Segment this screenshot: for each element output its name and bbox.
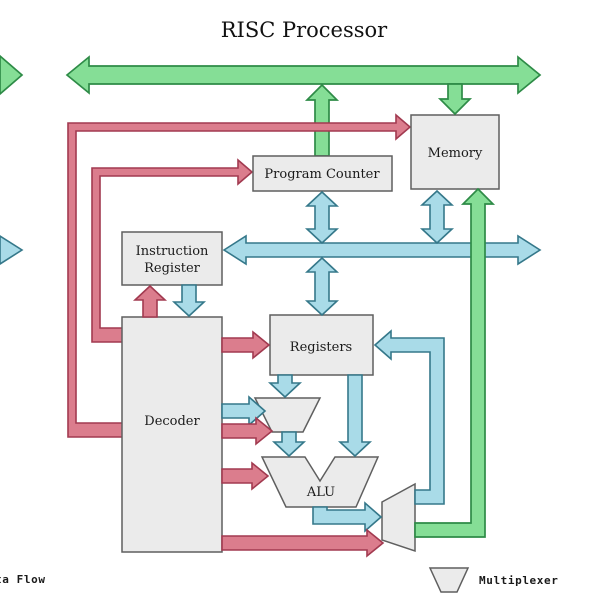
address-arrow-pc-to-bus bbox=[304, 83, 340, 157]
data-arrow-mux2-to-registers bbox=[373, 329, 445, 505]
address-arrow-bus-to-memory bbox=[437, 83, 473, 116]
data-arrow-registers-to-alu bbox=[337, 374, 373, 458]
control-arrow-decoder-to-registers bbox=[221, 330, 271, 360]
legend-multiplexer-label: Multiplexer bbox=[479, 574, 558, 587]
address-bus-left-fragment-arrow bbox=[0, 54, 24, 96]
data-arrow-bus-registers bbox=[304, 256, 340, 317]
instruction-register-block bbox=[121, 231, 223, 286]
control-arrow-decoder-to-alu bbox=[221, 461, 270, 491]
legend-multiplexer-icon bbox=[428, 567, 470, 593]
control-arrow-decoder-to-mux2 bbox=[221, 528, 385, 558]
page-title: RISC Processor bbox=[221, 18, 388, 42]
data-arrow-mux1-to-alu bbox=[271, 431, 307, 458]
instruction-register-label-line2: Register bbox=[144, 261, 201, 276]
registers-label: Registers bbox=[290, 340, 352, 355]
instruction-register-label-line1: Instruction bbox=[136, 244, 209, 259]
data-arrow-alu-to-mux2 bbox=[312, 501, 383, 533]
data-arrow-instruction-register-to-decoder bbox=[171, 284, 207, 318]
memory-block bbox=[410, 114, 500, 190]
data-bus bbox=[222, 234, 542, 266]
data-arrow-program-counter-bus bbox=[304, 190, 340, 245]
address-arrow-mux2-to-memory bbox=[414, 187, 496, 538]
program-counter-block bbox=[252, 155, 393, 192]
multiplexer-2-shape bbox=[381, 482, 416, 553]
decoder-block bbox=[121, 316, 223, 553]
address-bus bbox=[65, 55, 542, 95]
data-bus-left-fragment-arrow bbox=[0, 235, 24, 265]
program-counter-label: Program Counter bbox=[264, 167, 380, 182]
alu-shape bbox=[260, 456, 380, 508]
alu-label: ALU bbox=[306, 485, 335, 500]
data-arrow-registers-to-mux1 bbox=[267, 374, 303, 399]
multiplexer-1-shape bbox=[253, 397, 322, 433]
legend-data-flow-label: ta Flow bbox=[0, 573, 46, 586]
data-arrow-memory-bus bbox=[419, 189, 455, 245]
memory-label: Memory bbox=[428, 146, 483, 161]
control-arrow-decoder-to-mux1 bbox=[221, 416, 274, 446]
decoder-label: Decoder bbox=[144, 414, 200, 429]
control-arrow-decoder-to-instruction-register bbox=[132, 284, 168, 318]
